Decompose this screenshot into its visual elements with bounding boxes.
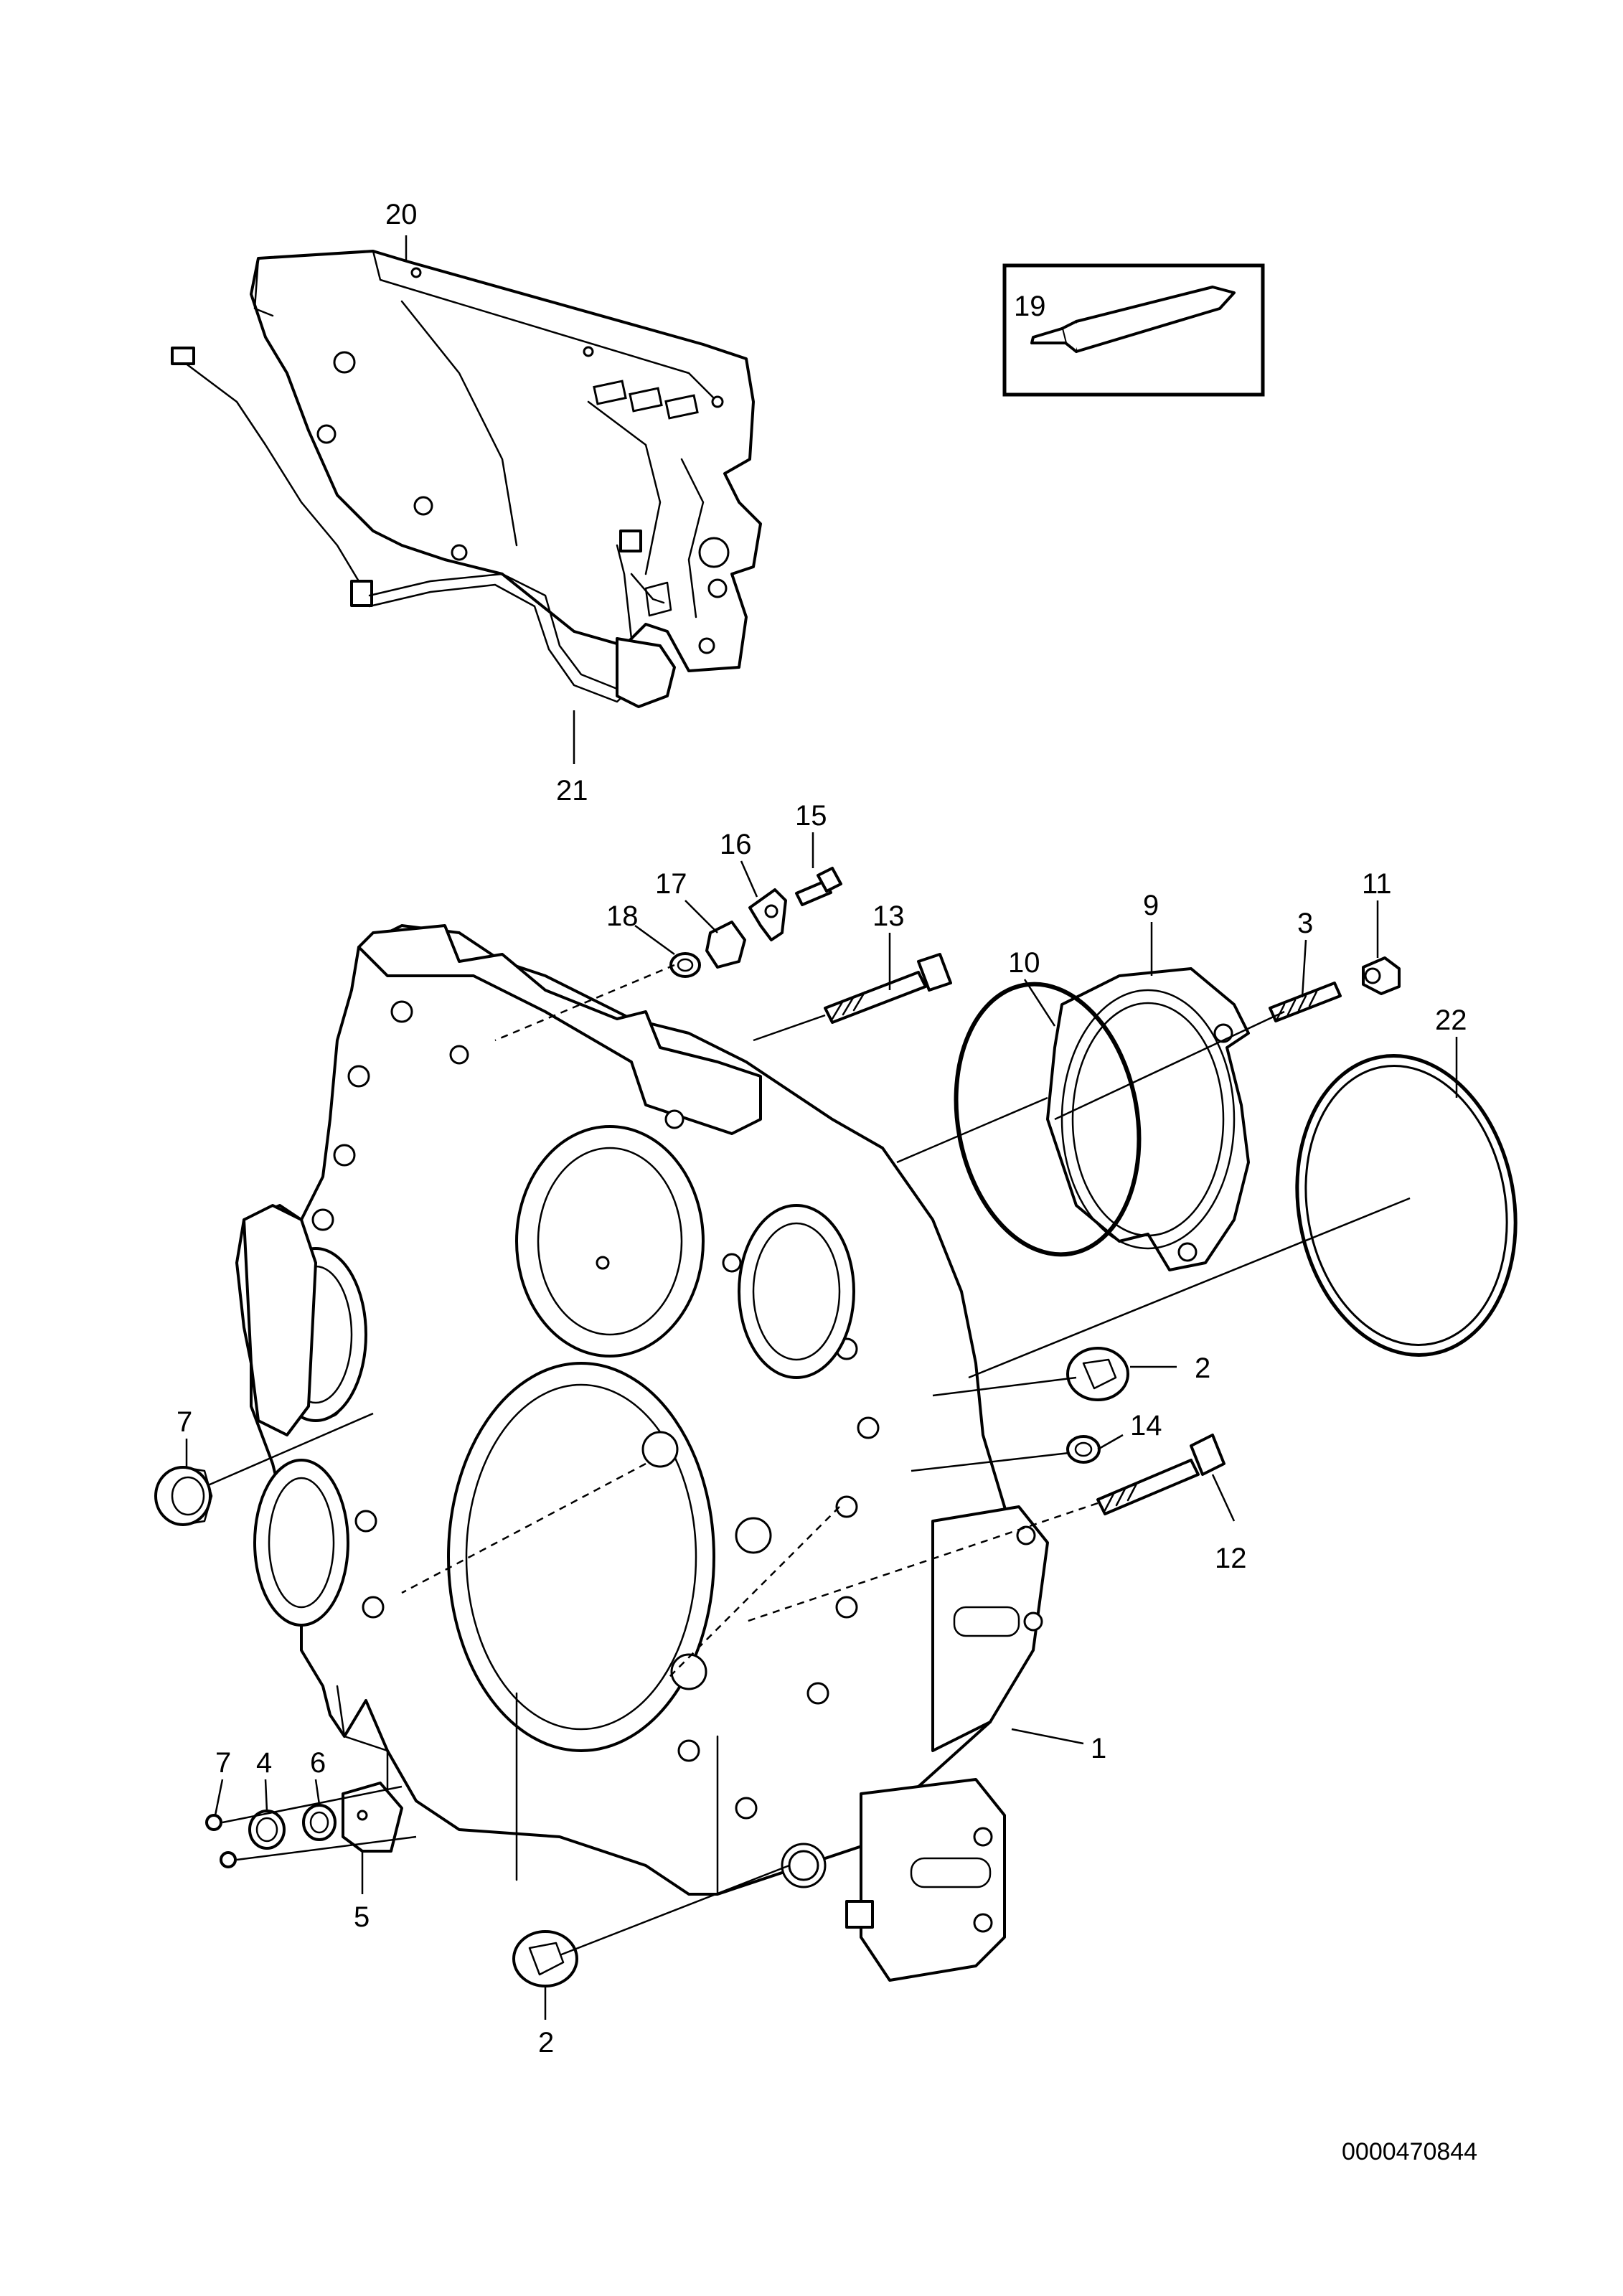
label-2b: 2 <box>538 2027 554 2059</box>
label-7b: 7 <box>215 1747 231 1779</box>
label-13: 13 <box>872 900 905 932</box>
washer-part-18 <box>669 952 701 978</box>
label-11: 11 <box>1362 868 1392 900</box>
clamp-part-16 <box>748 888 787 941</box>
label-22: 22 <box>1435 1004 1467 1036</box>
label-6: 6 <box>310 1747 326 1779</box>
label-10: 10 <box>1008 947 1040 979</box>
plug-part-2-lower <box>512 1930 578 1987</box>
drawing-number: 0000470844 <box>1342 2138 1477 2165</box>
bracket-part-5 <box>342 1782 403 1853</box>
label-21: 21 <box>556 775 588 806</box>
label-12: 12 <box>1215 1543 1247 1574</box>
nut-part-11 <box>1362 956 1401 995</box>
bolt-part-15 <box>795 867 842 906</box>
screw-part-7-lower <box>205 1814 237 1868</box>
flywheel-housing-part-1 <box>235 924 1049 1982</box>
label-18: 18 <box>606 900 639 932</box>
bolt-part-13 <box>824 953 952 1024</box>
plug-part-14 <box>1066 1435 1101 1464</box>
label-3: 3 <box>1297 908 1313 939</box>
sleeve-part-17 <box>705 921 746 969</box>
cover-plate-part-9 <box>1046 967 1250 1271</box>
label-16: 16 <box>720 829 752 860</box>
sealant-tube-part-19 <box>1002 263 1265 397</box>
label-4: 4 <box>256 1747 272 1779</box>
label-14: 14 <box>1130 1410 1162 1441</box>
seal-part-6 <box>302 1804 337 1841</box>
label-1: 1 <box>1091 1733 1106 1764</box>
label-7a: 7 <box>177 1406 192 1438</box>
part-labels: 20 21 19 15 16 17 18 13 10 9 3 11 22 2 1… <box>177 199 1467 2059</box>
label-20: 20 <box>385 199 418 230</box>
leader-lines <box>185 235 1458 2020</box>
label-5: 5 <box>354 1901 370 1933</box>
label-15: 15 <box>795 800 827 832</box>
seal-ring-part-22 <box>1295 1054 1518 1357</box>
plug-part-2-upper <box>1066 1347 1129 1401</box>
label-9: 9 <box>1143 890 1159 921</box>
upper-cover-part-20 <box>171 250 762 708</box>
label-2a: 2 <box>1195 1352 1210 1384</box>
stud-part-3 <box>1269 982 1342 1022</box>
label-17: 17 <box>655 868 687 900</box>
bolt-part-12 <box>1096 1434 1226 1515</box>
plug-part-7-left <box>154 1466 213 1526</box>
label-19: 19 <box>1014 291 1046 322</box>
